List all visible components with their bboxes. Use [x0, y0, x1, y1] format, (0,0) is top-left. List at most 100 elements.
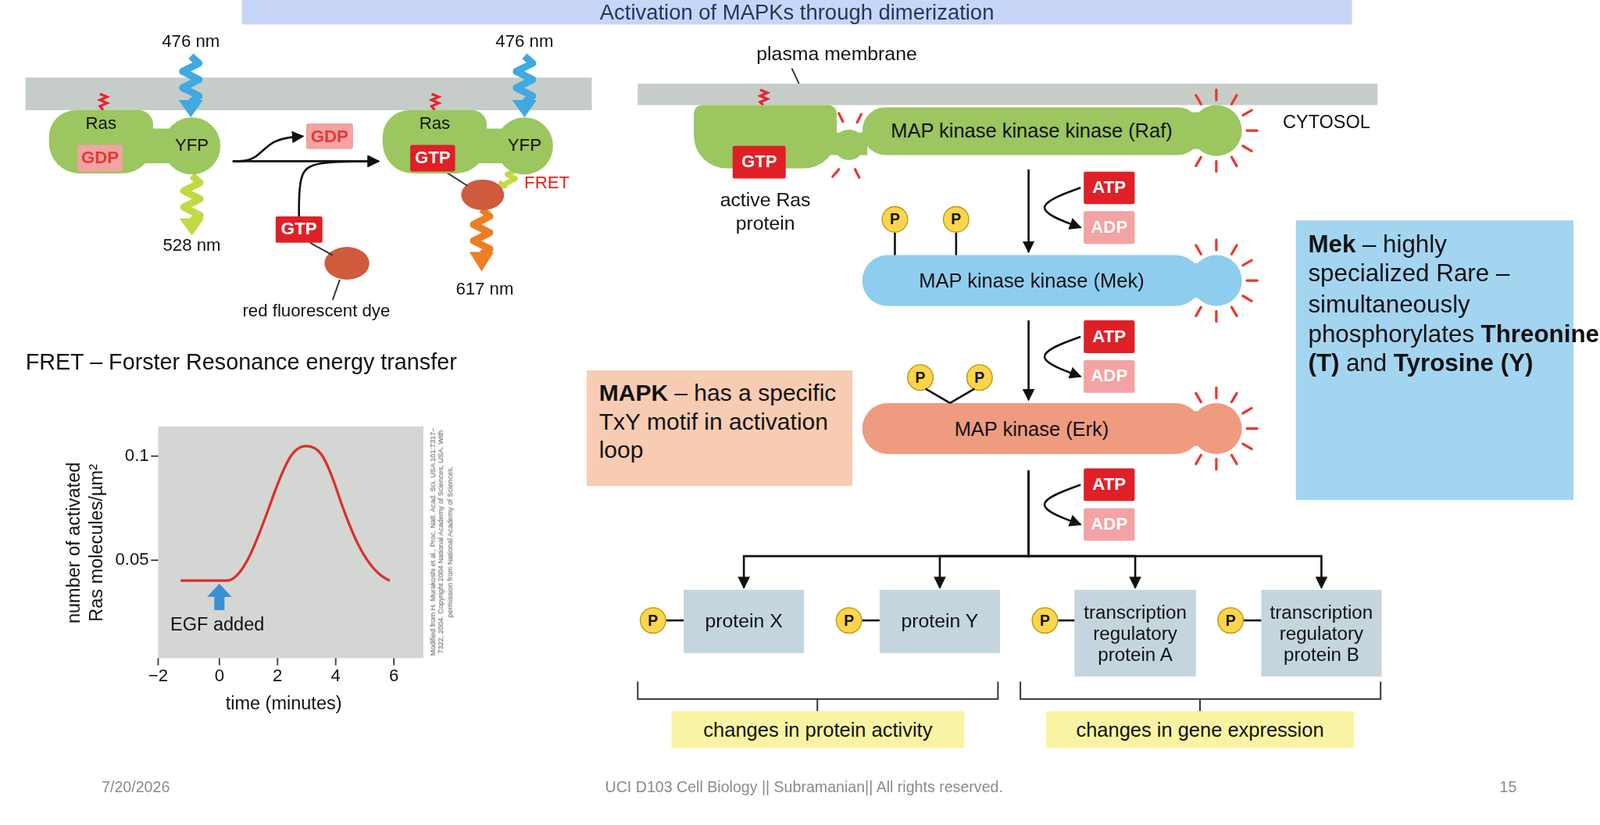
- yfp-protein: YFP: [163, 117, 221, 175]
- leader-line: [444, 171, 468, 186]
- phosphate-circle: P: [639, 607, 667, 634]
- excitation-light: [182, 56, 200, 103]
- nucleotide-box: GDP: [306, 123, 354, 150]
- node-text: P: [974, 368, 985, 387]
- fret-label: FRET: [524, 173, 570, 195]
- callout-text: MAPK: [599, 379, 668, 407]
- node-text: transcription regulatory protein B: [1260, 600, 1382, 666]
- node-text: P: [1039, 611, 1050, 630]
- title-band: [242, 0, 1353, 25]
- activation-sparks: [1196, 239, 1258, 322]
- outcome-box: changes in gene expression: [1046, 710, 1354, 748]
- node-text: ADP: [1090, 514, 1128, 536]
- axis-title: time (minutes): [225, 692, 343, 715]
- connector-arrow: [1028, 470, 1136, 588]
- activation-sparks: [832, 113, 862, 178]
- node-text: ADP: [1090, 217, 1128, 238]
- activation-sparks: [1196, 89, 1258, 172]
- connector-arrow: [1044, 484, 1081, 525]
- graph-area: [207, 583, 232, 611]
- callout-text: and: [1346, 349, 1387, 377]
- footer-date: 7/20/2026: [101, 777, 170, 797]
- fluorescent-dye: [324, 179, 504, 280]
- bracket: [1020, 681, 1381, 711]
- activation-sparks: [839, 113, 843, 122]
- nucleotide-box: GTP: [275, 216, 323, 243]
- definition-note: FRET – Forster Resonance energy transfer: [25, 348, 458, 375]
- nucleotide-box: ADP: [1083, 360, 1135, 393]
- node-text: MAP kinase kinase (Mek): [918, 269, 1144, 293]
- connector-arrow: [939, 470, 1029, 588]
- copyright-note: Modified from H. Murakoshi et al., Proc.…: [428, 425, 455, 659]
- activation-sparks: [832, 169, 840, 177]
- connector-arrow: [893, 232, 897, 256]
- connector-arrow: [862, 619, 880, 622]
- nucleotide-box: ADP: [1083, 507, 1135, 541]
- node-text: Ras: [85, 113, 117, 134]
- arrow-head: [178, 100, 204, 118]
- node-text: transcription regulatory protein A: [1074, 600, 1196, 666]
- graph-area: [180, 446, 390, 581]
- nucleotide-box: ATP: [1083, 320, 1135, 354]
- connector-arrow: [1057, 619, 1075, 622]
- nucleotide-box: GDP: [77, 144, 122, 172]
- leader-line: [310, 68, 800, 300]
- graph-area: [150, 559, 158, 561]
- node-text: GTP: [414, 148, 451, 169]
- membrane-bar: [637, 83, 1378, 105]
- bracket: [637, 681, 1381, 711]
- nucleotide-box: ATP: [1083, 171, 1135, 204]
- connector-arrow: [666, 619, 684, 622]
- connector-arrow: [950, 389, 975, 404]
- excitation-light: [516, 56, 533, 103]
- nucleotide-box: GTP: [410, 144, 455, 172]
- axis-tick-label: 0: [214, 666, 225, 688]
- node-text: P: [843, 611, 854, 630]
- node-text: P: [647, 611, 658, 630]
- wavelength-label: 476 nm: [495, 31, 554, 53]
- node-text: P: [915, 368, 926, 387]
- phosphate-circle: P: [966, 364, 993, 391]
- lipid-anchor: [431, 93, 439, 111]
- ras-protein: GDP Ras: [49, 110, 154, 174]
- emission-light: [469, 252, 494, 272]
- node-text: protein Y: [900, 610, 979, 633]
- connector-arrow: [955, 232, 958, 256]
- node-text: ATP: [1092, 326, 1126, 347]
- part-label: plasma membrane: [756, 42, 918, 66]
- protein-neck: [833, 129, 865, 161]
- callout-box: Mek– highly specialized Rare – simultane…: [1296, 220, 1574, 500]
- target-protein-box: protein Y: [879, 589, 1000, 654]
- phosphate-circle: P: [881, 206, 908, 233]
- graph-area: [218, 657, 221, 665]
- node-text: YFP: [175, 135, 209, 157]
- lipid-anchor: [760, 89, 768, 106]
- nucleotide-box: GTP: [732, 146, 786, 179]
- leader-line: [310, 242, 333, 256]
- kinase-bar: MAP kinase kinase kinase (Raf): [862, 107, 1202, 155]
- axis-tick-label: 0.05: [114, 550, 149, 572]
- phosphate-circle: P: [907, 364, 934, 391]
- connector-arrow: [299, 160, 379, 217]
- connector-arrow: [232, 135, 304, 161]
- fluorescent-dye: [460, 179, 504, 211]
- node-text: MAP kinase kinase kinase (Raf): [890, 119, 1173, 143]
- axis-tick-label: 4: [331, 666, 341, 688]
- phosphate-circle: P: [835, 607, 863, 634]
- callout-text: Mek: [1307, 229, 1356, 258]
- connector-arrow: [1027, 169, 1030, 253]
- kinase-bar: MAP kinase (Erk): [862, 403, 1202, 454]
- graph-area: [335, 657, 337, 665]
- node-text: P: [1225, 611, 1236, 630]
- nucleotide-box: ATP: [1083, 468, 1135, 502]
- title-band: [242, 0, 1353, 25]
- node-text: GDP: [81, 148, 119, 169]
- excitation-light: [182, 56, 533, 103]
- leader-line: [332, 279, 340, 300]
- connector-arrow: [925, 389, 950, 404]
- node-text: ATP: [1092, 178, 1126, 199]
- axis-tick-label: 6: [389, 666, 399, 688]
- part-label: red fluorescent dye: [242, 300, 390, 322]
- node-text: changes in gene expression: [1075, 717, 1324, 741]
- arrow-head: [512, 100, 537, 118]
